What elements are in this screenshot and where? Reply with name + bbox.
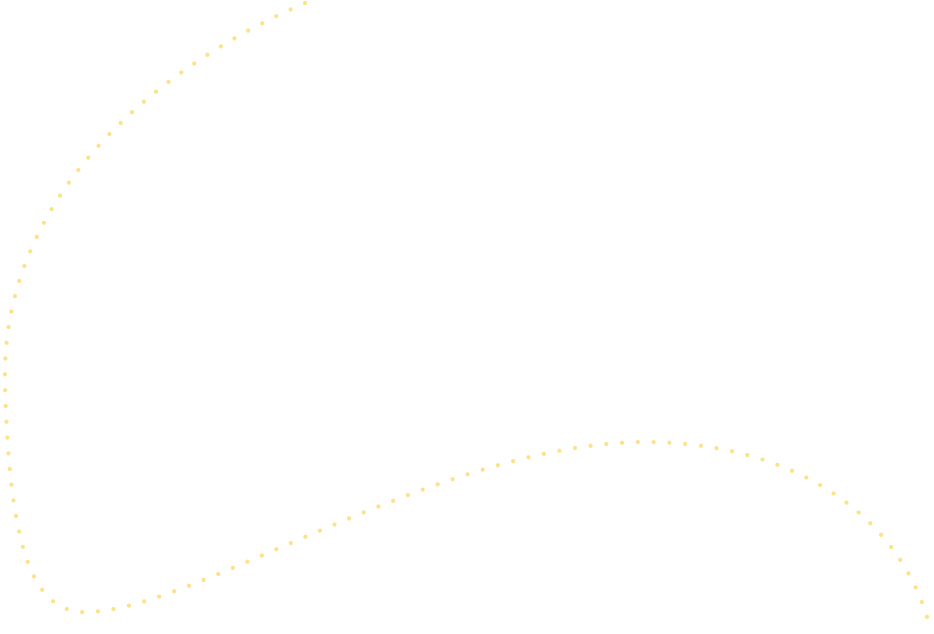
dotted-decorative-curve (2, 0, 934, 634)
background-canvas (2, 0, 934, 634)
